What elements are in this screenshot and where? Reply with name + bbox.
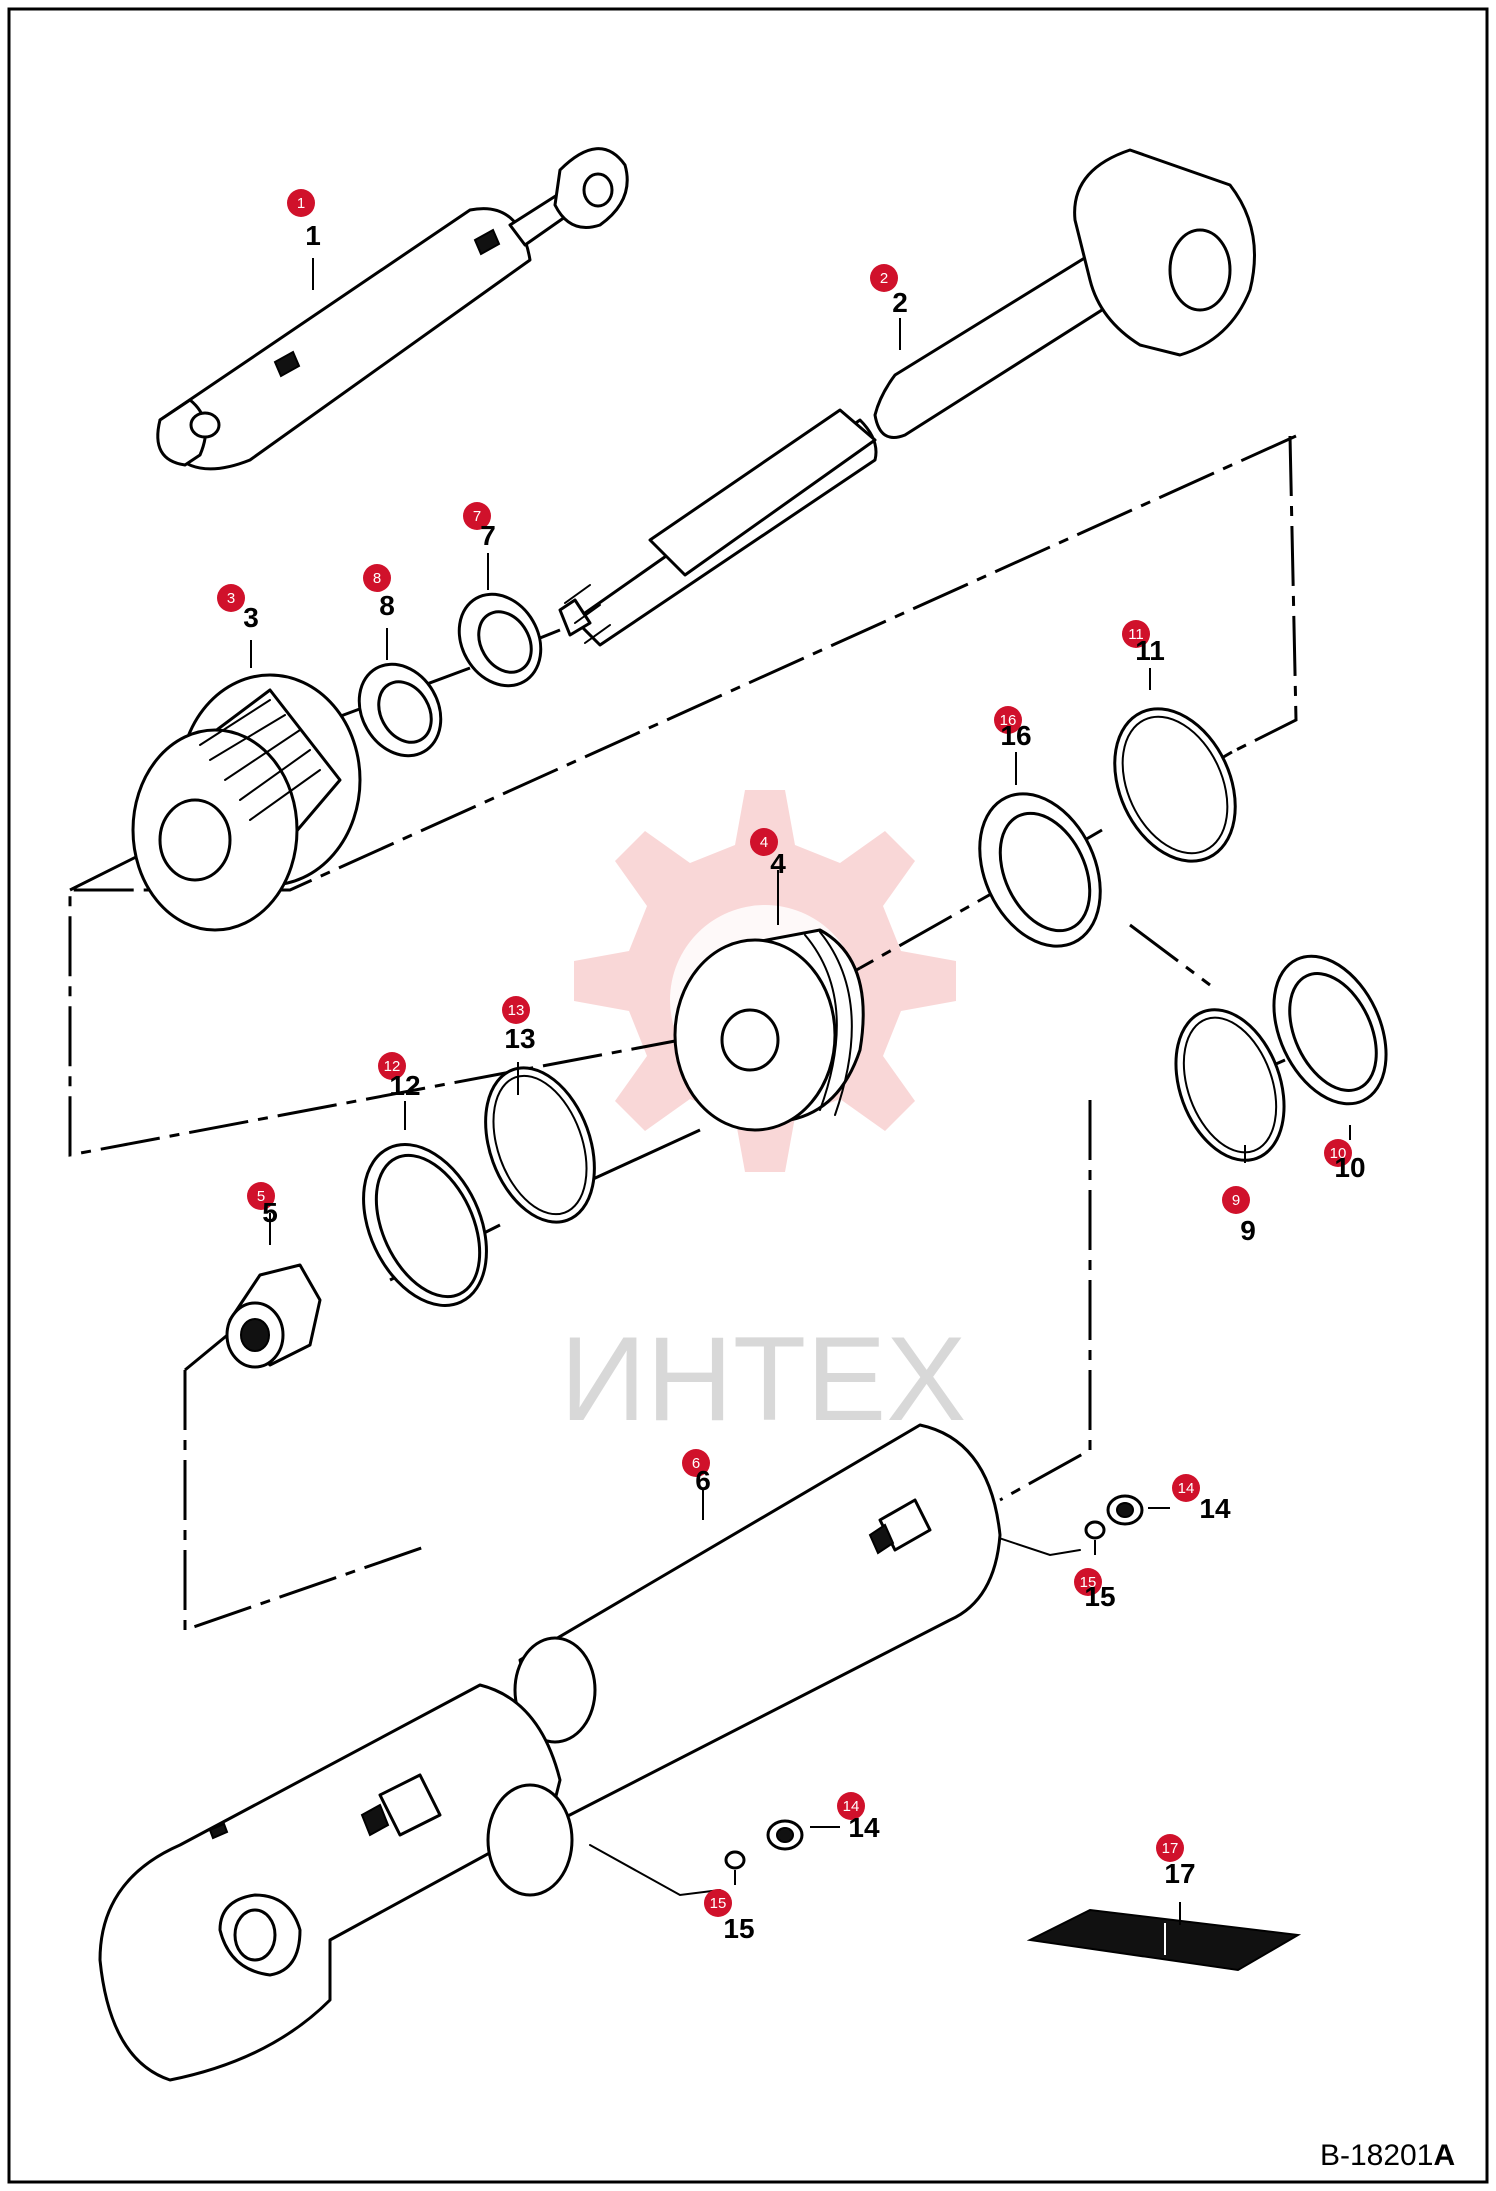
callout-4[interactable]: 4 4 bbox=[750, 828, 786, 879]
callout-8[interactable]: 8 8 bbox=[363, 564, 395, 621]
svg-text:7: 7 bbox=[480, 520, 496, 551]
svg-text:14: 14 bbox=[1199, 1493, 1231, 1524]
callout-14-lower[interactable]: 14 14 bbox=[837, 1792, 880, 1843]
part-14-fitting-upper bbox=[1106, 1494, 1144, 1526]
callout-11[interactable]: 11 11 bbox=[1122, 620, 1165, 666]
svg-text:11: 11 bbox=[1135, 635, 1165, 666]
svg-text:3: 3 bbox=[227, 590, 235, 607]
svg-text:5: 5 bbox=[257, 1188, 265, 1205]
svg-text:5: 5 bbox=[262, 1197, 278, 1228]
callout-17[interactable]: 17 17 bbox=[1156, 1834, 1196, 1889]
part-9-o-ring bbox=[1174, 1008, 1286, 1162]
part-2-piston-rod bbox=[558, 148, 1256, 647]
part-7-wiper bbox=[457, 592, 543, 688]
svg-text:17: 17 bbox=[1162, 1840, 1179, 1857]
part-15-washer-lower bbox=[724, 1850, 746, 1870]
callout-9[interactable]: 9 9 bbox=[1222, 1186, 1256, 1246]
callout-7[interactable]: 7 7 bbox=[463, 502, 496, 551]
drawing-frame bbox=[7, 7, 1489, 2184]
part-10-backup-ring bbox=[1272, 954, 1388, 1106]
drawing-code: B-18201A bbox=[1320, 2139, 1455, 2172]
callout-12[interactable]: 12 12 bbox=[378, 1052, 421, 1101]
svg-text:12: 12 bbox=[389, 1070, 420, 1101]
callout-10[interactable]: 10 10 bbox=[1324, 1139, 1366, 1183]
svg-text:4: 4 bbox=[770, 848, 786, 879]
part-15-washer-upper bbox=[1084, 1520, 1106, 1540]
svg-text:14: 14 bbox=[848, 1812, 880, 1843]
svg-text:8: 8 bbox=[373, 570, 381, 587]
part-11-o-ring bbox=[1113, 707, 1237, 863]
part-17-decal bbox=[1026, 1908, 1302, 1972]
svg-text:3: 3 bbox=[243, 602, 259, 633]
svg-text:9: 9 bbox=[1240, 1215, 1256, 1246]
svg-text:6: 6 bbox=[692, 1455, 700, 1472]
callout-13[interactable]: 13 13 bbox=[502, 996, 536, 1054]
part-16-backup-ring bbox=[978, 792, 1102, 948]
svg-text:13: 13 bbox=[504, 1023, 535, 1054]
part-6-barrel bbox=[98, 1423, 1002, 2082]
svg-text:10: 10 bbox=[1330, 1145, 1347, 1162]
svg-text:8: 8 bbox=[379, 590, 395, 621]
svg-text:17: 17 bbox=[1164, 1858, 1195, 1889]
part-13-o-ring bbox=[484, 1066, 596, 1224]
svg-text:15: 15 bbox=[723, 1913, 754, 1944]
svg-text:2: 2 bbox=[892, 287, 908, 318]
svg-text:15: 15 bbox=[710, 1895, 727, 1912]
part-4-piston bbox=[673, 928, 865, 1132]
svg-text:7: 7 bbox=[473, 508, 481, 525]
part-8-seal bbox=[357, 662, 443, 758]
svg-text:1: 1 bbox=[305, 220, 321, 251]
svg-text:2: 2 bbox=[880, 270, 888, 287]
part-14-fitting-lower bbox=[766, 1819, 804, 1851]
callout-1[interactable]: 1 1 bbox=[287, 189, 321, 251]
part-12-wear-ring bbox=[362, 1143, 488, 1307]
svg-text:11: 11 bbox=[1128, 626, 1144, 643]
callout-14-upper[interactable]: 14 14 bbox=[1172, 1474, 1231, 1524]
watermark-text: ИНТЕХ bbox=[560, 1312, 966, 1446]
callout-6[interactable]: 6 6 bbox=[682, 1449, 711, 1496]
svg-text:14: 14 bbox=[843, 1798, 860, 1815]
svg-text:14: 14 bbox=[1178, 1480, 1195, 1497]
svg-text:13: 13 bbox=[508, 1002, 525, 1019]
callout-5[interactable]: 5 5 bbox=[247, 1182, 278, 1228]
callout-15-lower[interactable]: 15 15 bbox=[704, 1889, 755, 1944]
svg-text:12: 12 bbox=[384, 1058, 401, 1075]
callout-2[interactable]: 2 2 bbox=[870, 264, 908, 318]
svg-text:4: 4 bbox=[760, 834, 768, 851]
svg-text:16: 16 bbox=[1000, 712, 1017, 729]
part-1-rod-end-cylinder bbox=[156, 147, 629, 471]
svg-text:16: 16 bbox=[1000, 720, 1031, 751]
svg-text:6: 6 bbox=[695, 1465, 711, 1496]
svg-text:15: 15 bbox=[1084, 1581, 1115, 1612]
svg-text:10: 10 bbox=[1334, 1152, 1365, 1183]
callout-15-upper[interactable]: 15 15 bbox=[1074, 1568, 1116, 1612]
svg-text:9: 9 bbox=[1232, 1192, 1240, 1209]
callout-3[interactable]: 3 3 bbox=[217, 584, 259, 633]
svg-text:1: 1 bbox=[297, 195, 305, 212]
part-5-lock-nut bbox=[225, 1263, 322, 1369]
part-3-cylinder-head bbox=[131, 673, 362, 932]
callout-16[interactable]: 16 16 bbox=[994, 706, 1032, 751]
leader-lines bbox=[250, 258, 1351, 1925]
svg-text:15: 15 bbox=[1080, 1574, 1097, 1591]
